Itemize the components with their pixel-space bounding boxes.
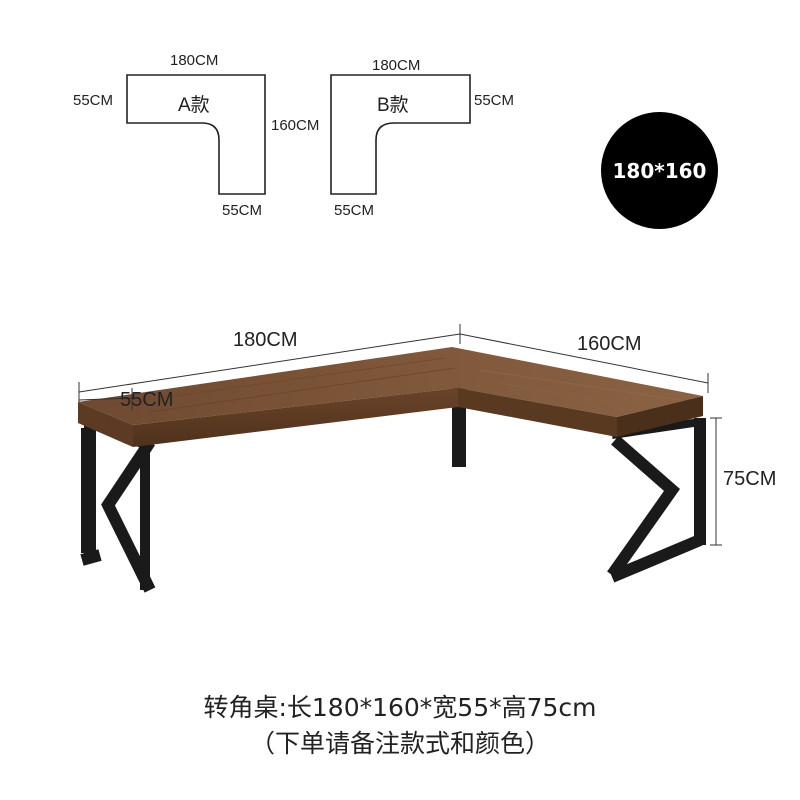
diagram-b-label: B款 <box>377 95 409 116</box>
size-badge: 180*160 <box>601 112 718 229</box>
caption-line-2: （下单请备注款式和颜色） <box>249 729 550 758</box>
size-badge-text: 180*160 <box>612 158 707 183</box>
desk-top <box>78 347 703 447</box>
diagram-a-outline <box>126 74 266 195</box>
diagram-b-bottom-label: 55CM <box>334 202 375 219</box>
caption-line-1: 转角桌:长180*160*宽55*高75cm <box>203 693 597 722</box>
desk-side-length-label: 160CM <box>577 333 642 355</box>
right-leg-frame <box>607 418 706 583</box>
desk-height-label: 75CM <box>723 468 777 490</box>
diagram-a-label: A款 <box>178 95 210 116</box>
diagram-a-length-label: 160CM <box>271 117 320 134</box>
diagram-b-outline <box>330 74 471 195</box>
dimension-lines <box>78 324 722 546</box>
desk-length-label: 180CM <box>233 329 298 351</box>
diagram-a-depth-label: 55CM <box>73 92 114 109</box>
diagram-b-width-label: 180CM <box>372 57 421 74</box>
diagram-b-depth-label: 55CM <box>474 92 515 109</box>
desk-depth-label: 55CM <box>120 389 174 411</box>
diagram-a-width-label: 180CM <box>170 52 219 69</box>
diagram-a-bottom-label: 55CM <box>222 202 263 219</box>
